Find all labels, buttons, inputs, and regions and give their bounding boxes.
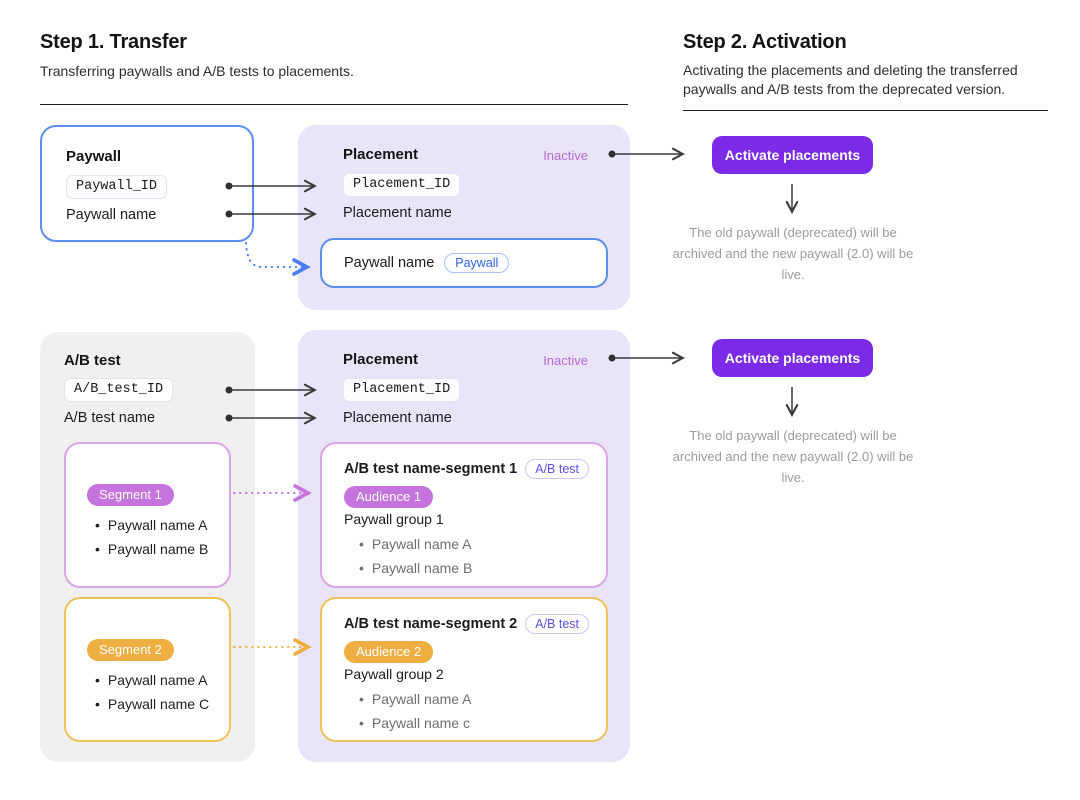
entry1-item-2: •Paywall name B xyxy=(359,560,473,576)
step2-title: Step 2. Activation xyxy=(683,31,847,53)
placement-card-1: Placement Inactive Placement_ID Placemen… xyxy=(298,125,630,310)
activate-placements-button-1[interactable]: Activate placements xyxy=(712,136,873,174)
entry1-item-1: •Paywall name A xyxy=(359,536,472,552)
entry2-item-1: •Paywall name A xyxy=(359,691,472,707)
step1-title: Step 1. Transfer xyxy=(40,31,187,53)
entry2-title: A/B test name-segment 2 xyxy=(344,616,518,632)
bullet-icon: • xyxy=(359,536,364,552)
placement1-status-inactive: Inactive xyxy=(543,148,588,163)
placement2-name-label: Placement name xyxy=(343,410,452,426)
segment1-badge: Segment 1 xyxy=(87,484,174,506)
step2-subtitle: Activating the placements and deleting t… xyxy=(683,62,1018,97)
segment2-card: Segment 2 •Paywall name A •Paywall name … xyxy=(64,597,231,742)
abtest-card-title: A/B test xyxy=(64,352,121,369)
placement2-status-inactive: Inactive xyxy=(543,353,588,368)
dotted-arrow-paywall-to-placement-item xyxy=(245,242,311,276)
segment1-item-2: •Paywall name B xyxy=(95,541,209,557)
entry1-title: A/B test name-segment 1 xyxy=(344,461,518,477)
paywall-id-chip: Paywall_ID xyxy=(66,175,168,199)
bullet-icon: • xyxy=(359,560,364,576)
audience1-badge: Audience 1 xyxy=(344,486,434,508)
placement2-entry2-card: A/B test name-segment 2 A/B test Audienc… xyxy=(320,597,608,742)
paywall-card-title: Paywall xyxy=(66,148,122,165)
paywall-group1-label: Paywall group 1 xyxy=(344,511,444,527)
placement-card-2: Placement Inactive Placement_ID Placemen… xyxy=(298,330,630,762)
segment2-item-2: •Paywall name C xyxy=(95,696,210,712)
paywall-group2-label: Paywall group 2 xyxy=(344,666,444,682)
abtest-type-badge: A/B test xyxy=(525,614,590,634)
activation-note-2: The old paywall (deprecated) will be arc… xyxy=(672,428,914,485)
placement2-title: Placement xyxy=(343,351,419,368)
bullet-icon: • xyxy=(95,541,100,557)
placement1-title: Placement xyxy=(343,146,419,163)
abtest-name-label: A/B test name xyxy=(64,410,156,426)
placement1-paywall-item-card: Paywall name Paywall xyxy=(320,238,608,288)
step1-divider xyxy=(40,104,628,105)
bullet-icon: • xyxy=(95,672,100,688)
segment2-badge: Segment 2 xyxy=(87,639,174,661)
abtest-id-chip: A/B_test_ID xyxy=(64,378,174,402)
abtest-source-card: A/B test A/B_test_ID A/B test name Segme… xyxy=(40,332,255,762)
activation-note-1: The old paywall (deprecated) will be arc… xyxy=(672,225,914,282)
activate-placements-button-2[interactable]: Activate placements xyxy=(712,339,873,377)
audience2-badge: Audience 2 xyxy=(344,641,434,663)
bullet-icon: • xyxy=(359,715,364,731)
abtest-type-badge: A/B test xyxy=(525,459,590,479)
paywall-name-label: Paywall name xyxy=(66,207,157,223)
step1-subtitle: Transferring paywalls and A/B tests to p… xyxy=(40,63,354,79)
placement1-id-chip: Placement_ID xyxy=(343,173,461,197)
bullet-icon: • xyxy=(95,696,100,712)
placement1-paywall-item-label: Paywall name xyxy=(344,255,435,271)
placement2-id-chip: Placement_ID xyxy=(343,378,461,402)
bullet-icon: • xyxy=(359,691,364,707)
placement2-entry1-card: A/B test name-segment 1 A/B test Audienc… xyxy=(320,442,608,588)
paywall-type-badge: Paywall xyxy=(444,253,510,273)
step2-divider xyxy=(683,110,1048,111)
segment2-item-1: •Paywall name A xyxy=(95,672,208,688)
segment1-item-1: •Paywall name A xyxy=(95,517,208,533)
placement1-name-label: Placement name xyxy=(343,205,452,221)
paywall-source-card: Paywall Paywall_ID Paywall name xyxy=(40,125,254,242)
segment1-card: Segment 1 •Paywall name A •Paywall name … xyxy=(64,442,231,588)
entry2-item-2: •Paywall name c xyxy=(359,715,470,731)
bullet-icon: • xyxy=(95,517,100,533)
